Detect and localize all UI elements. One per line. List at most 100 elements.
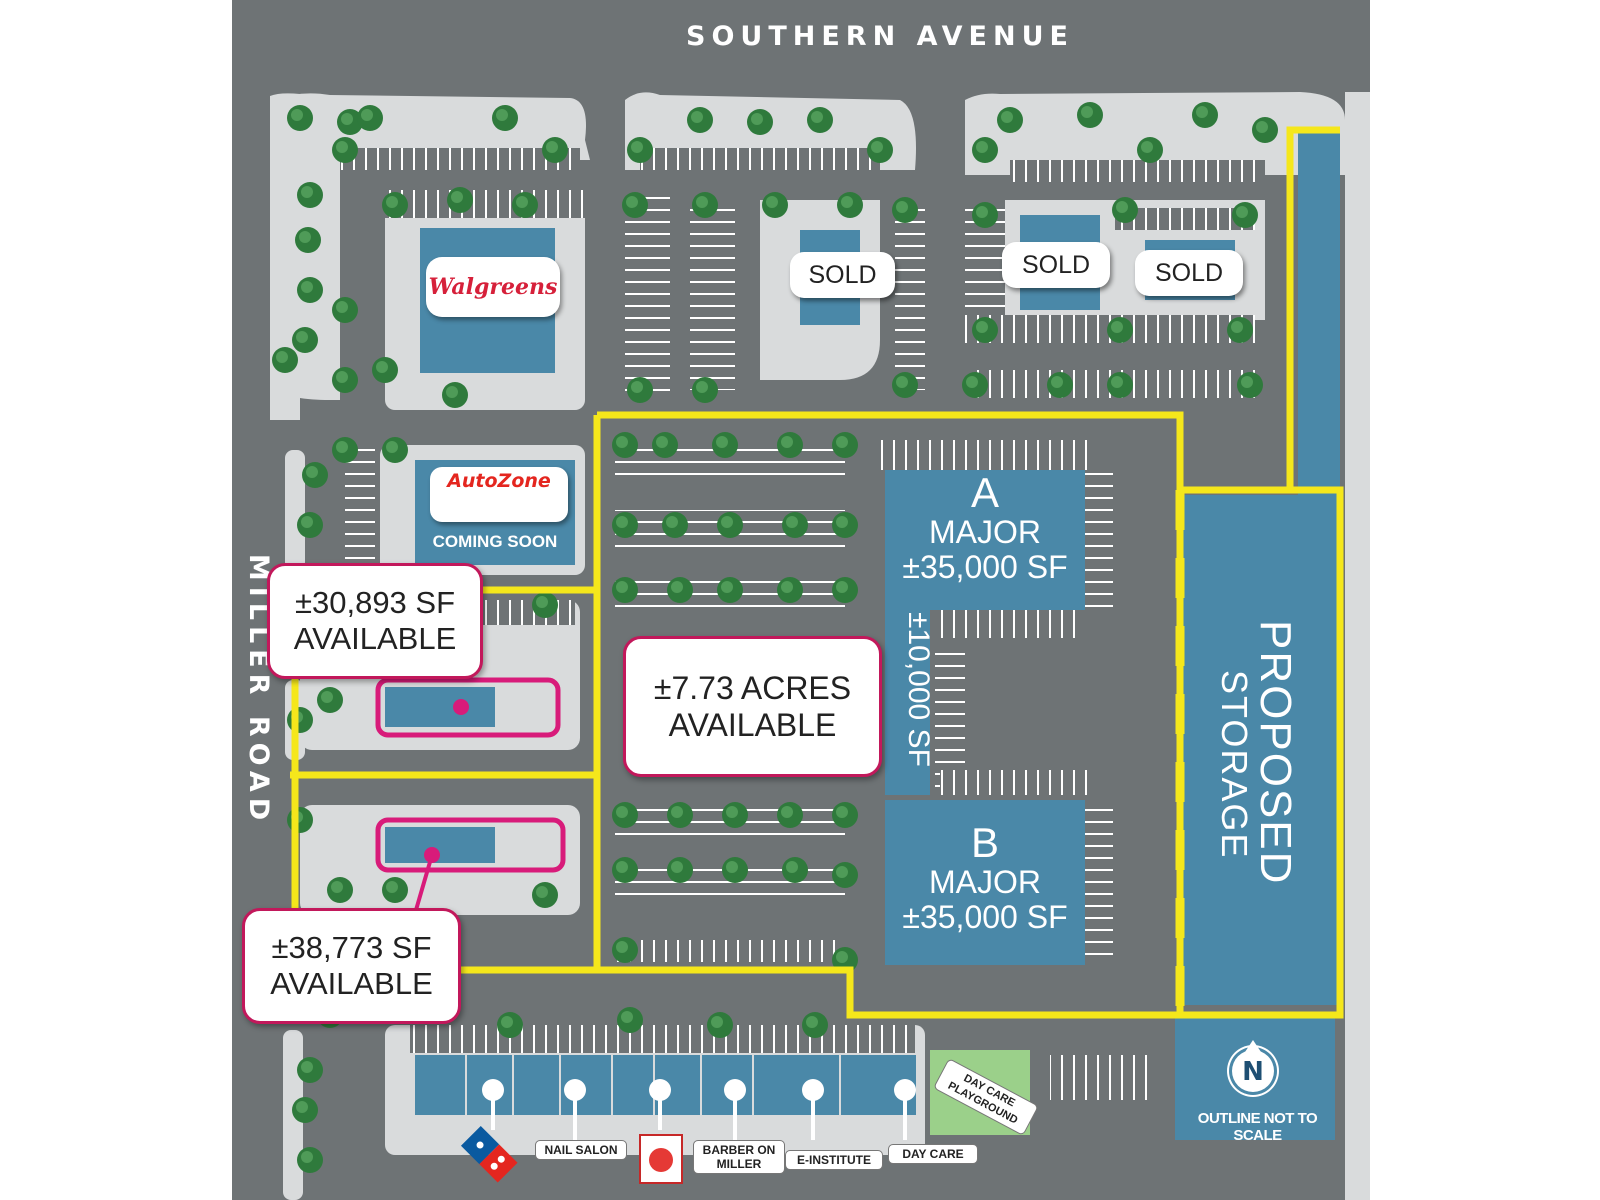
major-a-label: A MAJOR ±35,000 SF xyxy=(885,470,1085,584)
pad-north-callout[interactable]: ±30,893 SF AVAILABLE xyxy=(267,563,483,679)
tree-highlight xyxy=(836,951,848,963)
tree-highlight xyxy=(1141,141,1153,153)
sold-badge-2: SOLD xyxy=(1002,242,1110,288)
shop-10k-label: ±10,000 SF xyxy=(902,612,935,767)
tree-highlight xyxy=(711,1016,723,1028)
major-a-letter: A xyxy=(970,469,999,516)
tree-highlight xyxy=(376,361,388,373)
major-b-type: MAJOR xyxy=(929,864,1041,901)
tree-highlight xyxy=(1236,206,1248,218)
tree-highlight xyxy=(766,196,778,208)
tree-highlight xyxy=(276,351,288,363)
tree-highlight xyxy=(671,861,683,873)
tree-highlight xyxy=(1111,376,1123,388)
available-acres-callout[interactable]: ±7.73 ACRES AVAILABLE xyxy=(623,636,882,777)
tree-highlight xyxy=(1116,201,1128,213)
tree-highlight xyxy=(656,436,668,448)
major-a-type: MAJOR xyxy=(929,514,1041,551)
tree-highlight xyxy=(306,466,318,478)
tree-highlight xyxy=(616,436,628,448)
tree-highlight xyxy=(721,581,733,593)
tree-highlight xyxy=(626,196,638,208)
tree-highlight xyxy=(671,581,683,593)
tree-highlight xyxy=(836,866,848,878)
tree-highlight xyxy=(896,376,908,388)
ne-landscape xyxy=(965,92,1345,175)
tree-highlight xyxy=(386,196,398,208)
acres-value: ±7.73 ACRES xyxy=(653,669,852,706)
tree-highlight xyxy=(696,196,708,208)
tree-highlight xyxy=(671,806,683,818)
tree-highlight xyxy=(386,881,398,893)
north-arrow-tip xyxy=(1245,1040,1261,1052)
tree-highlight xyxy=(321,691,333,703)
tree-highlight xyxy=(301,281,313,293)
tree-highlight xyxy=(1231,321,1243,333)
tree-highlight xyxy=(811,111,823,123)
tree-highlight xyxy=(691,111,703,123)
pad-south-building xyxy=(385,827,495,863)
tenant-nail-salon: NAIL SALON xyxy=(535,1140,627,1160)
tree-highlight xyxy=(1256,121,1268,133)
sold-badge-3: SOLD xyxy=(1135,250,1243,296)
tree-highlight xyxy=(296,1101,308,1113)
dominos-logo-icon xyxy=(460,1125,518,1183)
walgreens-logo: Walgreens xyxy=(426,257,560,317)
shop-10k-building xyxy=(885,610,930,795)
major-b-size: ±35,000 SF xyxy=(902,898,1068,935)
tree-highlight xyxy=(781,806,793,818)
tree-highlight xyxy=(446,386,458,398)
storage-line1: PROPOSED xyxy=(1251,620,1300,886)
tree-highlight xyxy=(336,141,348,153)
acres-status: AVAILABLE xyxy=(668,706,837,743)
tree-highlight xyxy=(721,516,733,528)
tree-highlight xyxy=(361,109,373,121)
tenant-barber: BARBER ON MILLER xyxy=(693,1140,785,1174)
storage-line2: STORAGE xyxy=(1214,670,1255,860)
tenant-e-institute: E-INSTITUTE xyxy=(785,1150,883,1170)
tree-highlight xyxy=(836,581,848,593)
tree-highlight xyxy=(1196,106,1208,118)
major-a-size: ±35,000 SF xyxy=(902,548,1068,585)
tree-highlight xyxy=(336,441,348,453)
tree-highlight xyxy=(631,381,643,393)
tree-highlight xyxy=(976,206,988,218)
tree-highlight xyxy=(976,141,988,153)
tree-highlight xyxy=(966,376,978,388)
major-b-building xyxy=(885,800,1085,965)
tenant-day-care: DAY CARE xyxy=(888,1144,978,1164)
tree-highlight xyxy=(836,806,848,818)
tree-highlight xyxy=(616,941,628,953)
tree-highlight xyxy=(341,113,353,125)
east-landscape xyxy=(1370,92,1600,1200)
tree-highlight xyxy=(291,109,303,121)
tree-highlight xyxy=(301,1061,313,1073)
tree-highlight xyxy=(386,441,398,453)
pad-north-status: AVAILABLE xyxy=(293,621,457,656)
tree-highlight xyxy=(696,381,708,393)
pad-south-callout[interactable]: ±38,773 SF AVAILABLE xyxy=(242,908,461,1024)
north-arrow-icon: N xyxy=(1232,1050,1274,1092)
scale-note: OUTLINE NOT TO SCALE xyxy=(1197,1110,1318,1144)
tree-highlight xyxy=(666,516,678,528)
tree-highlight xyxy=(336,301,348,313)
tree-highlight xyxy=(786,516,798,528)
major-b-label: B MAJOR ±35,000 SF xyxy=(885,820,1085,934)
tree-highlight xyxy=(1241,376,1253,388)
tenant-pins xyxy=(482,1079,916,1140)
tree-highlight xyxy=(716,436,728,448)
tree-highlight xyxy=(336,371,348,383)
tree-highlight xyxy=(451,191,463,203)
tree-highlight xyxy=(976,321,988,333)
tree-highlight xyxy=(616,516,628,528)
major-b-letter: B xyxy=(970,819,999,866)
tree-highlight xyxy=(806,1016,818,1028)
tree-highlight xyxy=(616,806,628,818)
autozone-name: AutoZone xyxy=(447,470,551,492)
pad-north-size: ±30,893 SF xyxy=(294,585,456,621)
tree-highlight xyxy=(726,861,738,873)
tree-highlight xyxy=(546,141,558,153)
tree-highlight xyxy=(871,141,883,153)
tree-highlight xyxy=(501,1016,513,1028)
tree-highlight xyxy=(1111,321,1123,333)
